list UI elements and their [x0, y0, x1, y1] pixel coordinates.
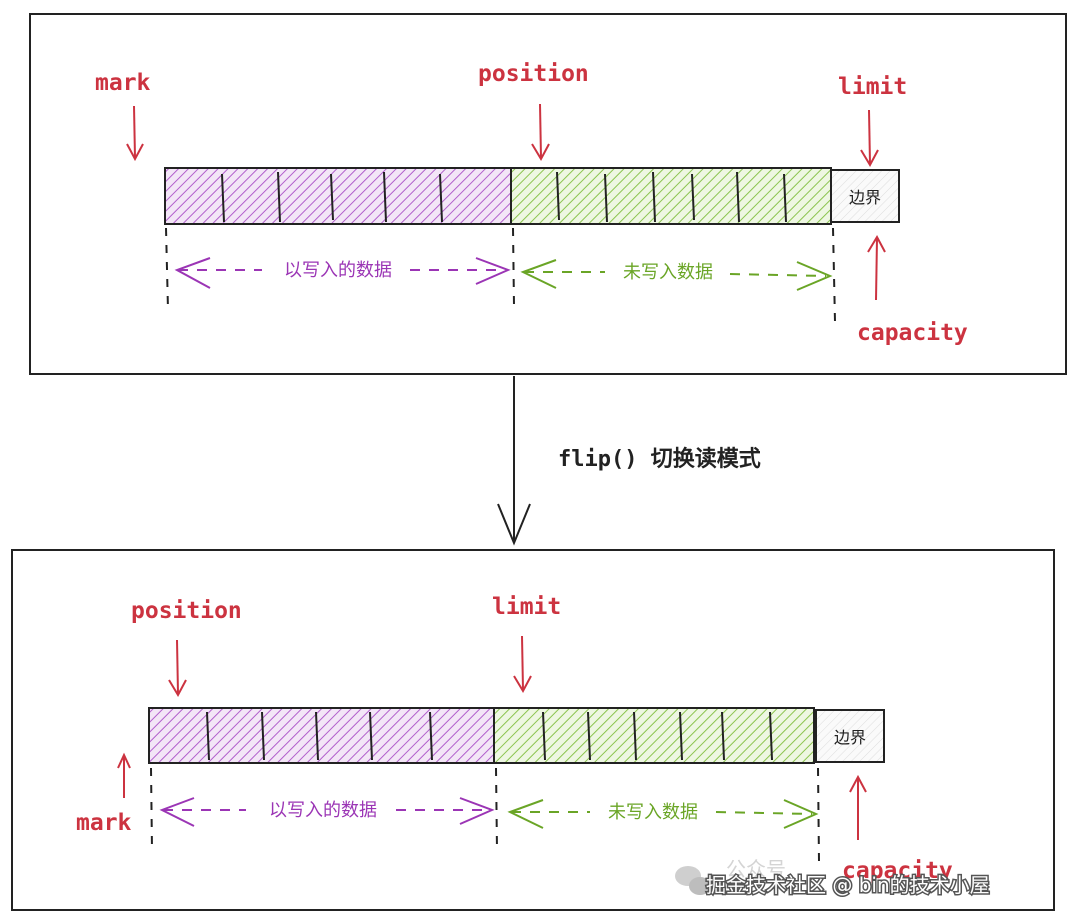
top-capacity-arrow	[867, 234, 886, 301]
bottom-panel: 边界 position limit mark capacity	[11, 549, 1055, 911]
bottom-unwritten-range-label: 未写入数据	[608, 802, 698, 823]
bottom-dashed-guides	[150, 767, 820, 863]
bottom-capacity-arrow	[849, 774, 867, 840]
bottom-position-label: position	[131, 598, 242, 624]
top-limit-label: limit	[838, 74, 907, 100]
bottom-mark-label: mark	[76, 810, 132, 836]
top-panel: 边界 mark position limit capacity	[29, 13, 1067, 375]
watermark-faint-text: 公众号	[726, 857, 786, 881]
top-dashed-guides	[165, 227, 836, 323]
bottom-boundary-cell	[815, 709, 885, 763]
top-boundary-cell	[830, 169, 900, 223]
bottom-limit-arrow	[513, 635, 532, 694]
bottom-capacity-label: capacity	[842, 858, 953, 884]
watermark: 公众号 掘金技术社区 @ bin的技术小屋	[675, 857, 991, 899]
bottom-written-region	[148, 707, 495, 764]
bottom-boundary-label: 边界	[834, 728, 866, 747]
flip-label: flip() 切换读模式	[558, 446, 761, 472]
top-written-range-arrow	[174, 257, 511, 289]
top-panel-frame	[29, 13, 1067, 375]
bottom-cell-dividers	[206, 711, 773, 761]
bottom-position-arrow	[168, 639, 187, 698]
bottom-panel-frame	[11, 549, 1055, 911]
top-position-arrow	[531, 103, 550, 162]
bottom-unwritten-region	[493, 707, 815, 764]
flip-transition: flip() 切换读模式	[497, 376, 761, 546]
top-written-region	[164, 167, 512, 225]
top-buffer: 边界	[164, 167, 900, 225]
top-limit-arrow	[860, 109, 879, 168]
top-boundary-label: 边界	[849, 188, 881, 207]
bottom-unwritten-range-arrow	[507, 799, 819, 829]
wechat-icon	[675, 866, 711, 895]
watermark-text: 掘金技术社区 @ bin的技术小屋	[706, 873, 990, 897]
top-position-label: position	[478, 61, 589, 87]
bottom-mark-arrow	[117, 752, 131, 798]
bottom-buffer: 边界	[148, 707, 885, 764]
transition-arrow	[497, 376, 531, 546]
top-unwritten-range-label: 未写入数据	[623, 262, 713, 283]
bottom-written-range-label: 以写入的数据	[269, 800, 377, 821]
top-mark-label: mark	[95, 70, 151, 96]
top-cell-dividers	[221, 171, 787, 223]
top-mark-arrow	[126, 105, 144, 162]
bottom-written-range-arrow	[159, 797, 495, 827]
top-capacity-label: capacity	[857, 320, 968, 346]
bottom-limit-label: limit	[492, 594, 561, 620]
top-unwritten-region	[510, 167, 832, 225]
top-unwritten-range-arrow	[520, 259, 833, 291]
top-written-range-label: 以写入的数据	[284, 260, 392, 281]
